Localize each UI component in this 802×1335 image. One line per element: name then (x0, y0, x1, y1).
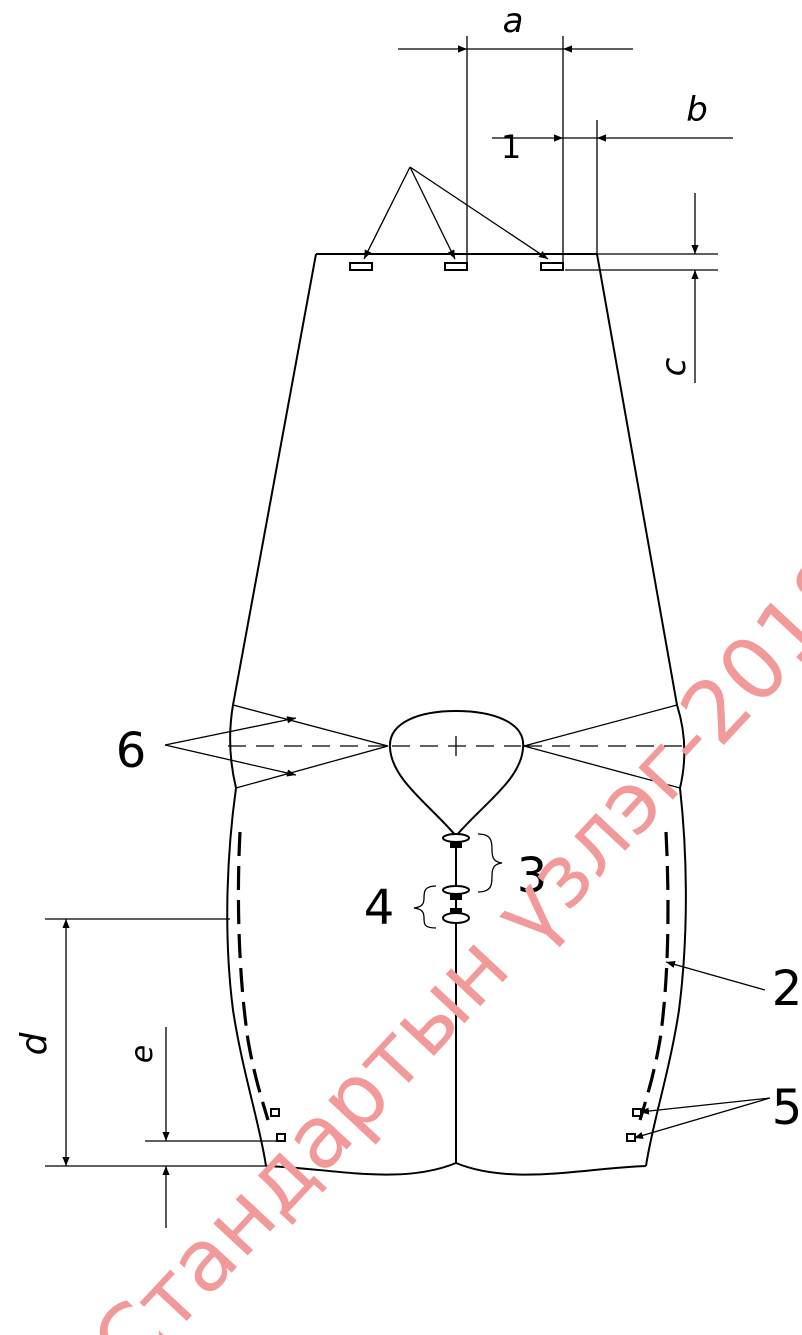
label-dim-e: e (125, 1045, 160, 1063)
watermark-text: Стандартын үзлэг-2018 (74, 536, 802, 1335)
seam-lines (236, 831, 670, 1121)
dimension-c (565, 193, 718, 383)
dimension-a (398, 36, 633, 262)
bottom-markers (270, 1108, 642, 1142)
label-callout-2: 2 (772, 961, 802, 1017)
label-dim-c: c (654, 357, 694, 376)
leader-6 (164, 716, 297, 777)
upper-panel-outline (232, 253, 678, 706)
lower-panel-outline (226, 787, 687, 1176)
top-tabs (349, 262, 564, 271)
label-dim-d: d (14, 1031, 55, 1055)
label-callout-1: 1 (501, 128, 521, 166)
leader-top-tabs (363, 166, 549, 260)
label-callout-5: 5 (772, 1080, 802, 1136)
leader-5 (633, 1097, 771, 1139)
dimension-d (45, 918, 266, 1167)
dimension-e (145, 1027, 280, 1228)
brace-3 (477, 833, 503, 893)
fastener-stack (442, 833, 470, 925)
label-callout-4: 4 (364, 880, 395, 936)
label-dim-b: b (686, 90, 708, 130)
waist-band (228, 704, 686, 789)
dimension-b (492, 120, 733, 254)
label-callout-3: 3 (517, 848, 548, 904)
center-opening (388, 709, 525, 838)
label-callout-6: 6 (116, 723, 147, 779)
label-dim-a: a (503, 1, 524, 41)
leader-2 (665, 960, 766, 991)
brace-4 (413, 885, 437, 929)
